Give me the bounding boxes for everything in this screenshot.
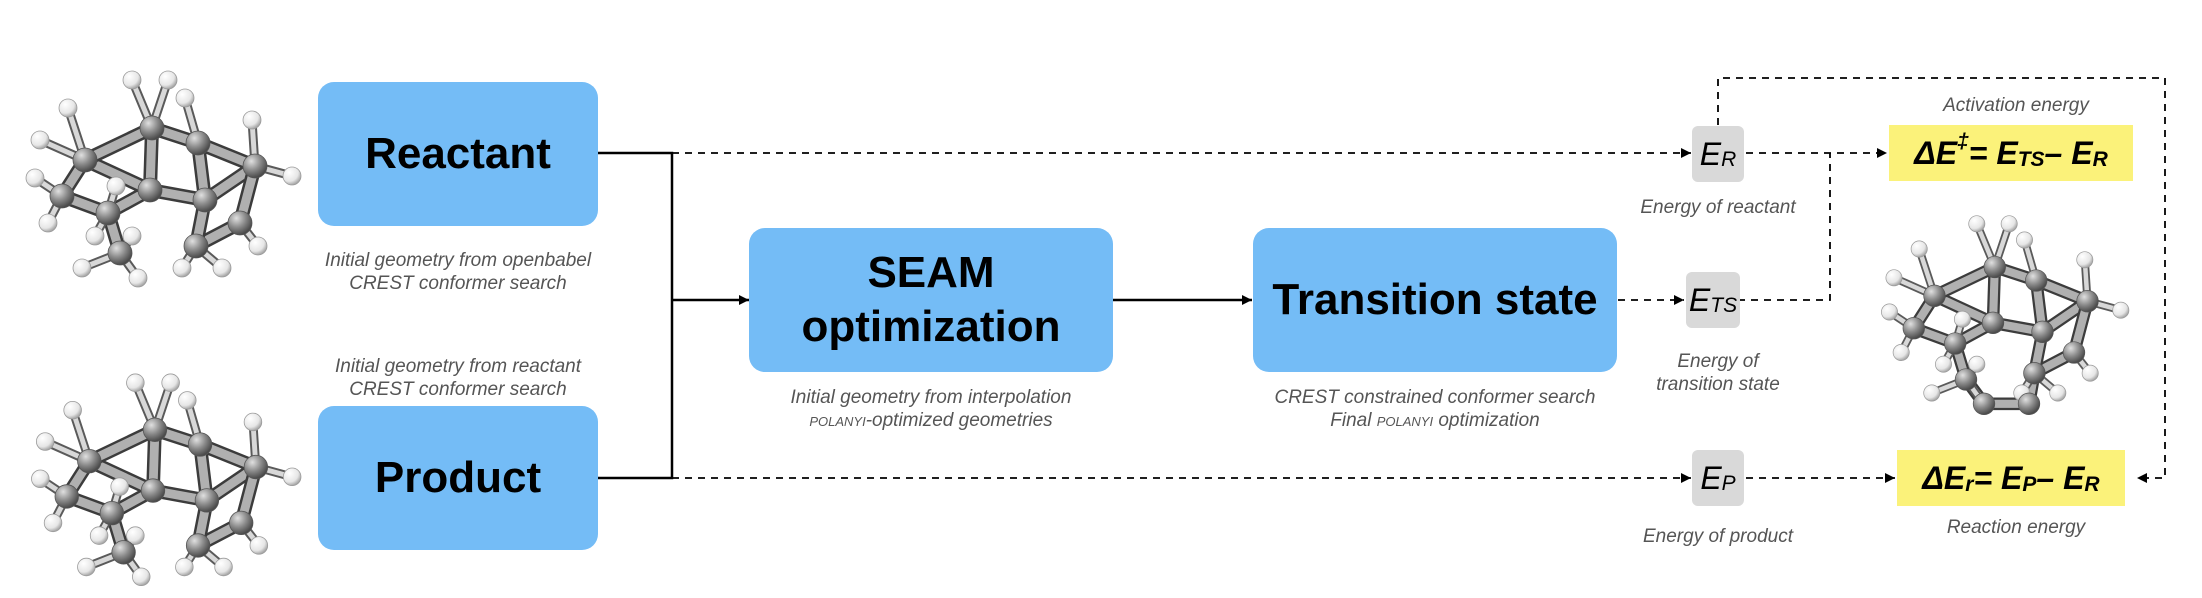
energy-reactant-text: Energy of reactant (1640, 197, 1796, 218)
energy-symbol: E (1700, 459, 1722, 496)
formula-minus: – E (2044, 134, 2093, 171)
reaction-energy-caption: Reaction energy (1896, 516, 2136, 539)
energy-subscript-p: P (1721, 472, 1736, 495)
ts-caption-line1: CREST constrained conformer search (1274, 387, 1596, 408)
activation-energy-caption: Activation energy (1896, 94, 2136, 117)
reactant-caption-line2: CREST conformer search (349, 273, 567, 294)
seam-caption-line2: polanyi-optimized geometries (731, 409, 1131, 432)
reactant-caption: Initial geometry from openbabel CREST co… (268, 249, 648, 295)
formula-equals: = E (1973, 459, 2023, 496)
formula-sub-r: R (2092, 148, 2108, 171)
energy-product-caption: Energy of product (1598, 525, 1838, 548)
energy-ts-text-line2: transition state (1656, 374, 1780, 395)
seam-caption-line1: Initial geometry from interpolation (790, 387, 1072, 408)
product-caption-line2: CREST conformer search (349, 379, 567, 400)
formula-sub-r: R (2084, 473, 2100, 496)
solid-connectors (598, 151, 1252, 480)
energy-symbol: E (1688, 281, 1711, 318)
formula-sub-p: P (2022, 473, 2037, 496)
product-label: Product (374, 453, 542, 502)
seam-caption-line2-rest: -optimized geometries (865, 410, 1053, 431)
transition-state-caption: CREST constrained conformer search Final… (1215, 386, 1655, 432)
energy-ts-text-line1: Energy of (1677, 351, 1759, 372)
formula-delta: ΔE (1914, 134, 1958, 171)
polanyi-label: polanyi (809, 410, 866, 431)
product-box: Product (318, 406, 598, 550)
seam-label-line2: optimization (801, 302, 1061, 351)
reaction-energy-text: Reaction energy (1946, 517, 2086, 538)
formula-equals: = E (1968, 134, 2018, 171)
transition-state-molecule-icon (1881, 215, 2130, 415)
formula-double-dagger: ‡ (1957, 130, 1969, 153)
formula-minus: – E (2036, 459, 2085, 496)
product-caption: Initial geometry from reactant CREST con… (268, 355, 648, 401)
formula-sub-ts: TS (2017, 148, 2045, 171)
transition-state-label: Transition state (1272, 275, 1598, 324)
ts-caption-line2-post: optimization (1433, 410, 1540, 431)
transition-state-box: Transition state (1253, 228, 1617, 372)
energy-symbol: E (1699, 135, 1722, 172)
reactant-label: Reactant (365, 129, 551, 178)
dashed-connectors (672, 77, 2166, 483)
ts-caption-line2-pre: Final (1330, 410, 1377, 431)
seam-optimization-box: SEAM optimization (749, 228, 1113, 372)
energy-subscript-r: R (1721, 148, 1737, 171)
activation-energy-text: Activation energy (1943, 95, 2089, 116)
product-molecule-icon (31, 373, 302, 587)
reactant-molecule-icon (25, 70, 302, 288)
energy-ts-caption: Energy of transition state (1598, 350, 1838, 396)
polanyi-label: polanyi (1376, 410, 1434, 431)
seam-label-line1: SEAM (867, 248, 995, 297)
product-caption-line1: Initial geometry from reactant (334, 356, 582, 377)
energy-reactant-caption: Energy of reactant (1598, 196, 1838, 219)
reactant-box: Reactant (318, 82, 598, 226)
energy-product-text: Energy of product (1643, 526, 1793, 547)
seam-caption: Initial geometry from interpolation pola… (731, 386, 1131, 432)
energy-subscript-ts: TS (1710, 294, 1738, 317)
ts-caption-line2: Final polanyi optimization (1215, 409, 1655, 432)
reactant-caption-line1: Initial geometry from openbabel (324, 250, 592, 271)
formula-delta: ΔE (1922, 459, 1966, 496)
formula-sub-reaction: r (1965, 473, 1974, 496)
